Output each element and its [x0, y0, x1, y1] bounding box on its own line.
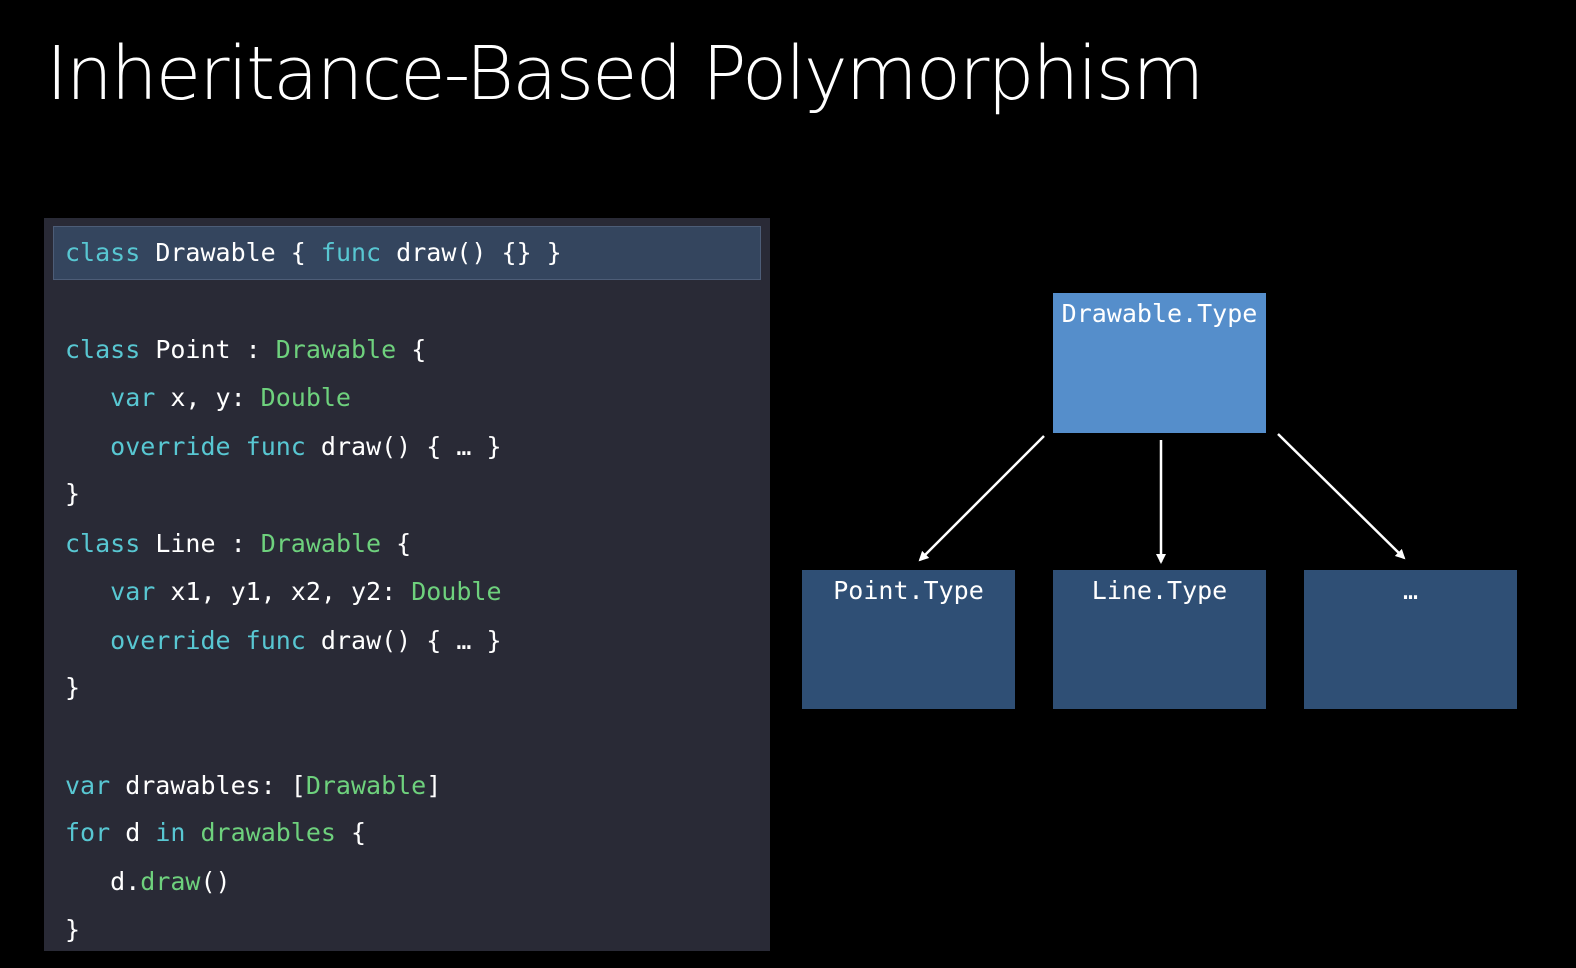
code-token: [65, 383, 110, 412]
slide-title: Inheritance-Based Polymorphism: [46, 31, 1205, 117]
code-line: var x, y: Double: [65, 380, 351, 416]
code-token: draw() { … }: [305, 626, 502, 655]
code-line: override func draw() { … }: [65, 429, 502, 465]
code-line: var x1, y1, x2, y2: Double: [65, 574, 502, 610]
code-line: override func draw() { … }: [65, 623, 502, 659]
code-line: d.draw(): [65, 864, 231, 900]
code-token: draw: [140, 867, 201, 896]
code-token: var: [110, 383, 156, 412]
code-token: [65, 577, 110, 606]
line-type-box: Line.Type: [1053, 570, 1266, 709]
code-token: {: [381, 529, 412, 558]
code-line: class Point : Drawable {: [65, 332, 426, 368]
code-token: class: [65, 529, 141, 558]
code-line: }: [65, 670, 80, 706]
code-line: for d in drawables {: [65, 815, 366, 851]
code-line: }: [65, 476, 80, 512]
code-token: }: [65, 915, 81, 944]
code-token: in: [155, 818, 186, 847]
code-token: drawables: [200, 818, 336, 847]
code-token: var: [110, 577, 156, 606]
code-token: Point :: [140, 335, 276, 364]
code-token: Line :: [140, 529, 261, 558]
code-token: [65, 432, 110, 461]
code-token: func: [245, 432, 306, 461]
code-token: class: [65, 238, 141, 267]
code-token: x1, y1, x2, y2:: [155, 577, 412, 606]
code-line: }: [65, 912, 80, 948]
code-token: Double: [411, 577, 502, 606]
code-token: draw() { … }: [305, 432, 502, 461]
code-token: [231, 626, 246, 655]
code-token: Drawable: [260, 529, 382, 558]
code-token: for: [65, 818, 111, 847]
code-token: (): [200, 867, 231, 896]
code-token: {: [396, 335, 427, 364]
code-token: [231, 432, 246, 461]
code-token: {: [335, 818, 367, 847]
code-token: [65, 626, 110, 655]
code-token: func: [245, 626, 306, 655]
code-token: Double: [260, 383, 351, 412]
code-line: class Line : Drawable {: [65, 526, 411, 562]
code-token: ]: [426, 771, 442, 800]
code-token: d.: [65, 867, 141, 896]
code-token: }: [65, 479, 81, 508]
code-line: var drawables: [Drawable]: [65, 768, 441, 804]
code-token: func: [320, 238, 382, 267]
point-type-box: Point.Type: [802, 570, 1015, 709]
code-highlight-bar: [53, 226, 761, 280]
code-token: Drawable {: [140, 238, 321, 267]
code-token: drawables: [: [110, 771, 306, 800]
code-token: override: [110, 432, 231, 461]
code-token: x, y:: [155, 383, 261, 412]
code-token: var: [65, 771, 111, 800]
code-token: override: [110, 626, 231, 655]
more-types-box: …: [1304, 570, 1517, 709]
drawable-type-box: Drawable.Type: [1053, 293, 1266, 433]
code-token: }: [65, 673, 81, 702]
code-token: Drawable: [305, 771, 427, 800]
code-token: draw() {} }: [381, 238, 562, 267]
code-line: class Drawable { func draw() {} }: [65, 235, 562, 271]
code-token: Drawable: [275, 335, 397, 364]
code-panel: class Drawable { func draw() {} }class P…: [44, 218, 770, 951]
code-token: class: [65, 335, 141, 364]
code-token: [185, 818, 200, 847]
arrow-to-point-type: [918, 435, 1045, 562]
code-token: d: [110, 818, 156, 847]
arrow-to-more-types: [1277, 433, 1406, 560]
